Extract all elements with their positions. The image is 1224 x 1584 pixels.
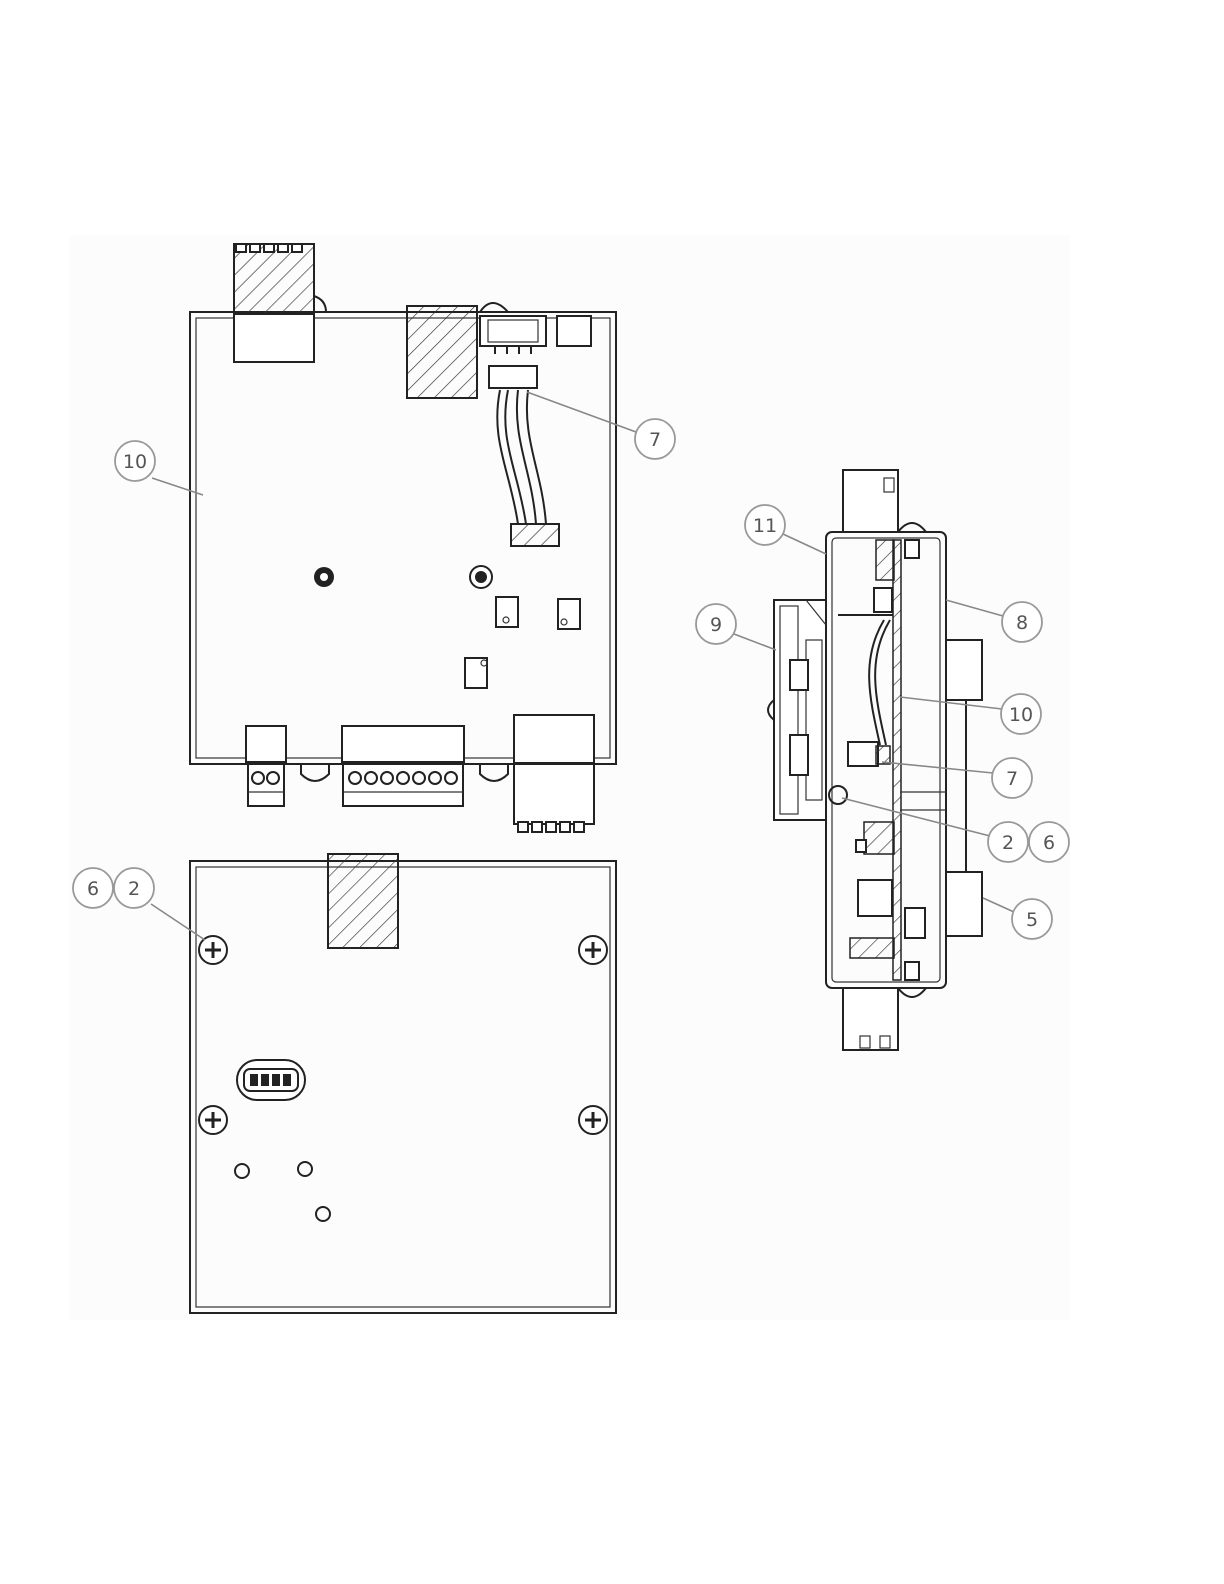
callout-number: 10 xyxy=(1009,704,1033,726)
screw xyxy=(199,936,227,964)
callout-8-side: 8 xyxy=(1002,602,1042,642)
bottom-right-connector xyxy=(514,715,594,832)
hatched-block xyxy=(328,854,398,948)
service-port xyxy=(237,1060,305,1100)
callout-10-top: 10 xyxy=(115,441,155,481)
callout-2-bottom: 2 xyxy=(114,868,154,908)
callout-number: 2 xyxy=(128,878,140,900)
callout-number: 9 xyxy=(710,614,722,636)
callout-number: 7 xyxy=(649,429,661,451)
callout-5-side: 5 xyxy=(1012,899,1052,939)
callout-number: 6 xyxy=(87,878,99,900)
small-component xyxy=(558,599,580,629)
callout-number: 10 xyxy=(123,451,147,473)
screw xyxy=(199,1106,227,1134)
callout-number: 11 xyxy=(753,515,777,537)
screw xyxy=(579,936,607,964)
callout-number: 8 xyxy=(1016,612,1028,634)
small-component xyxy=(465,658,487,688)
bottom-terminal-left xyxy=(246,726,286,806)
callout-7-top: 7 xyxy=(635,419,675,459)
callout-10-side: 10 xyxy=(1001,694,1041,734)
bottom-terminal-block xyxy=(342,726,464,806)
callout-number: 2 xyxy=(1002,832,1014,854)
top-left-connector xyxy=(234,244,326,362)
callout-9-side: 9 xyxy=(696,604,736,644)
callout-number: 6 xyxy=(1043,832,1055,854)
callout-2-side: 2 xyxy=(988,822,1028,862)
callout-6-side: 6 xyxy=(1029,822,1069,862)
callout-number: 7 xyxy=(1006,768,1018,790)
callout-6-bottom: 6 xyxy=(73,868,113,908)
callout-11-side: 11 xyxy=(745,505,785,545)
hatched-block xyxy=(407,306,477,398)
callout-number: 5 xyxy=(1026,909,1038,931)
screw xyxy=(579,1106,607,1134)
callout-7-side: 7 xyxy=(992,758,1032,798)
